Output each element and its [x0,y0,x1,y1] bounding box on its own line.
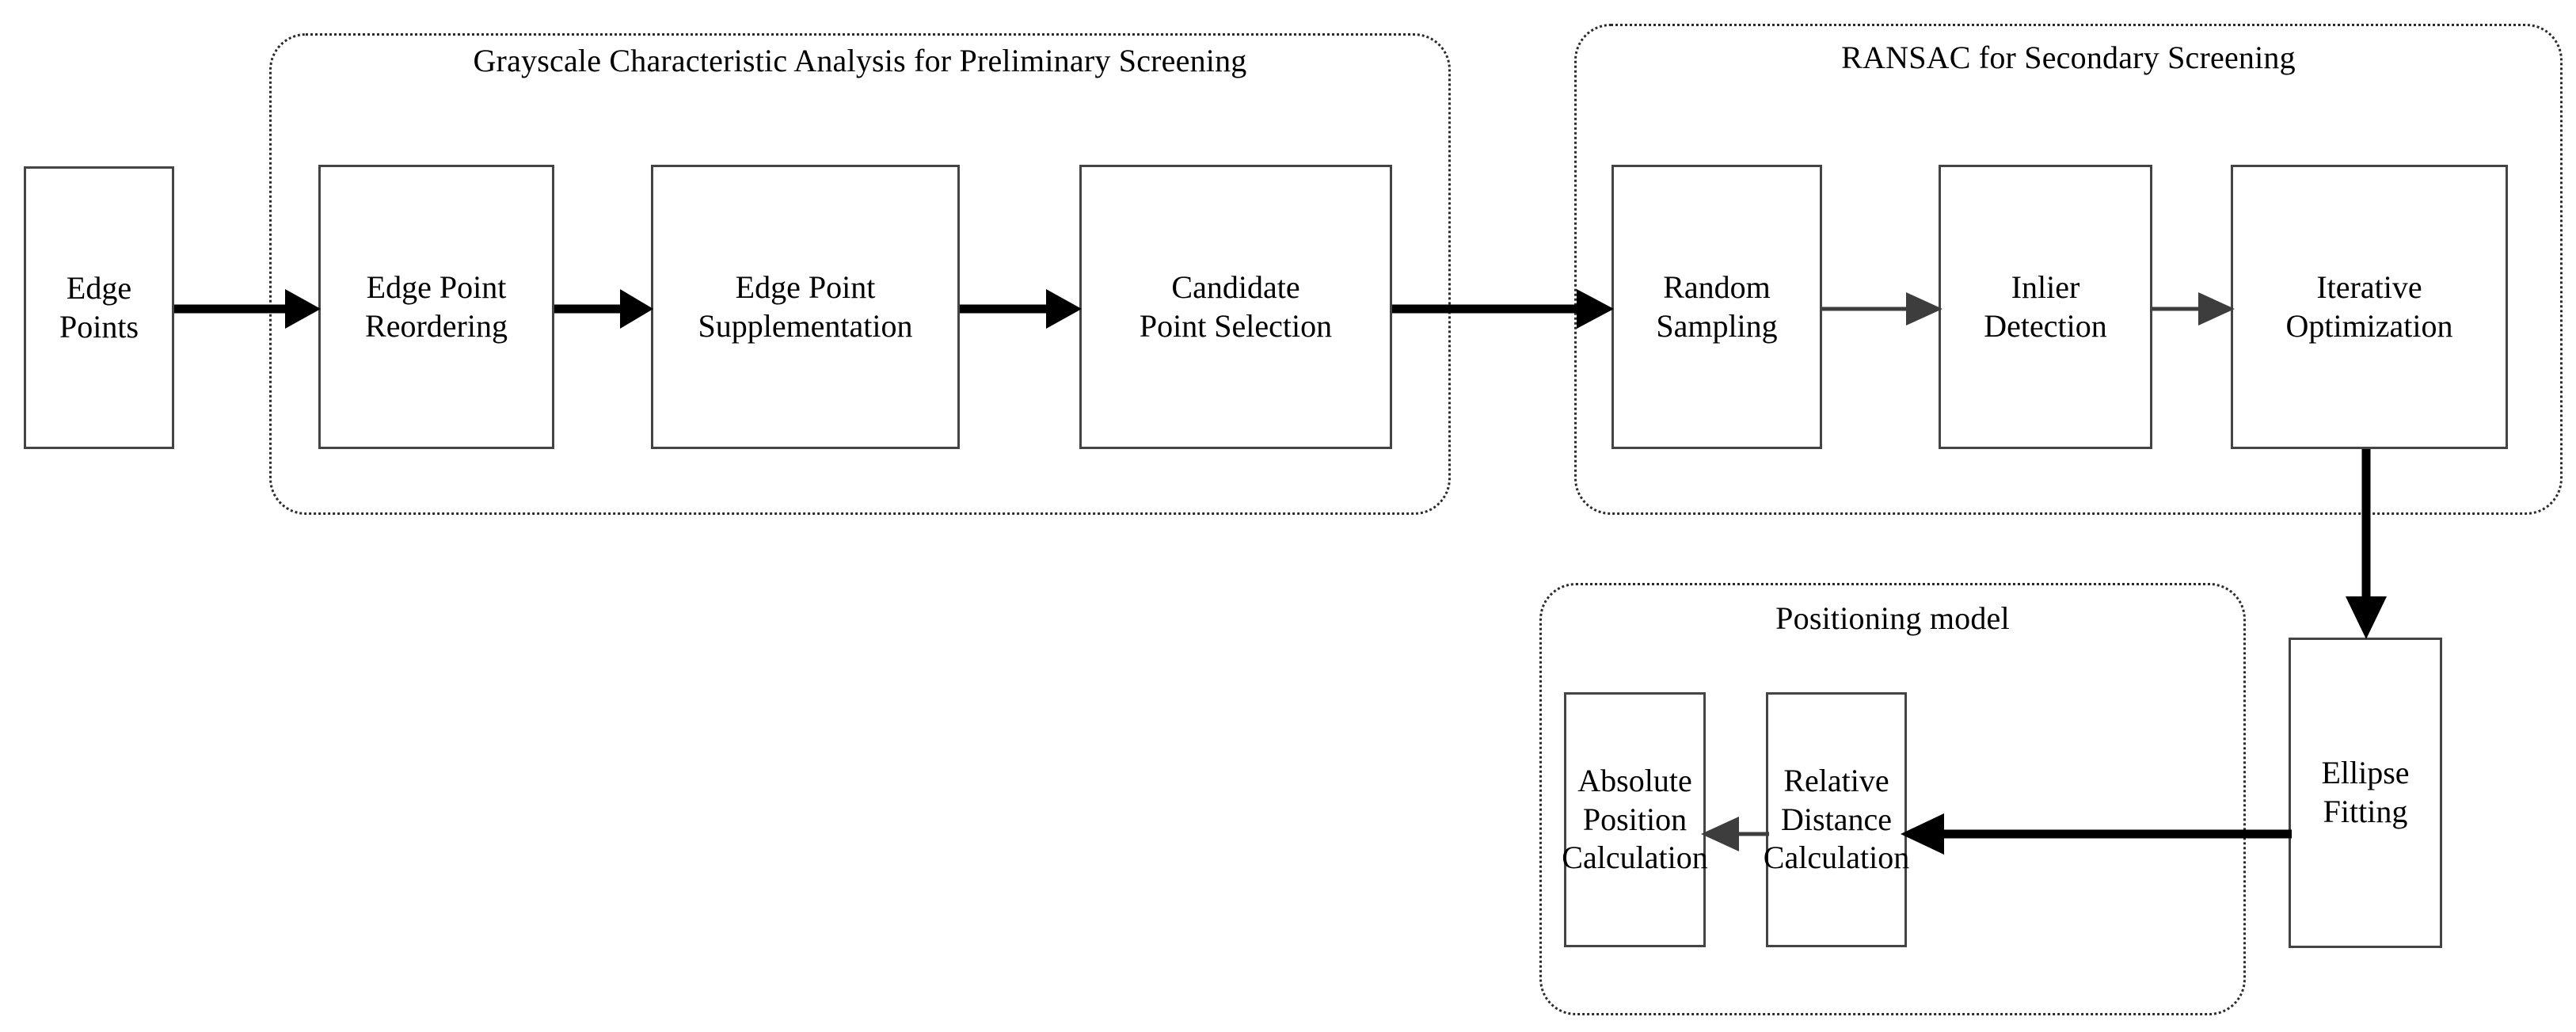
node-ellipse-fitting[interactable]: Ellipse Fitting [2289,638,2442,948]
arrow-iterative-to-ellipse-fitting [2336,449,2396,641]
node-inlier-detection-label: Inlier Detection [1984,268,2107,344]
arrow-candidate-to-random-sampling [1392,285,1614,333]
node-edge-point-reordering[interactable]: Edge Point Reordering [318,165,554,449]
group-positioning-model [1539,583,2246,1015]
arrow-relative-to-absolute-position [1701,812,1769,856]
node-edge-point-supplementation-label: Edge Point Supplementation [698,268,913,344]
arrow-inlier-to-iterative [2152,287,2235,331]
arrow-ellipse-to-relative-distance [1901,810,2292,858]
node-relative-distance-calculation[interactable]: Relative Distance Calculation [1764,692,1909,947]
arrow-reordering-to-supplementation [554,285,653,333]
node-iterative-optimization-label: Iterative Optimization [2285,268,2453,344]
node-edge-point-reordering-label: Edge Point Reordering [365,268,508,344]
group-grayscale-title: Grayscale Characteristic Analysis for Pr… [473,43,1247,78]
arrow-supplementation-to-candidate [960,285,1082,333]
group-positioning-title: Positioning model [1775,600,2010,636]
group-ransac-secondary-screening [1574,24,2563,515]
node-inlier-detection[interactable]: Inlier Detection [1939,165,2152,449]
node-absolute-position-calculation-label: Absolute Position Calculation [1562,762,1708,876]
group-ransac-title: RANSAC for Secondary Screening [1841,40,2296,75]
group-grayscale-characteristic-analysis [269,33,1451,515]
node-edge-points-label: Edge Points [59,269,139,345]
arrow-random-sampling-to-inlier [1822,287,1942,331]
node-candidate-point-selection[interactable]: Candidate Point Selection [1079,165,1392,449]
arrow-edge-points-to-reordering [174,285,321,333]
node-random-sampling-label: Random Sampling [1656,268,1778,344]
node-iterative-optimization[interactable]: Iterative Optimization [2231,165,2508,449]
node-absolute-position-calculation[interactable]: Absolute Position Calculation [1562,692,1708,947]
node-candidate-point-selection-label: Candidate Point Selection [1139,268,1333,344]
node-edge-point-supplementation[interactable]: Edge Point Supplementation [651,165,960,449]
node-edge-points[interactable]: Edge Points [24,166,174,449]
node-random-sampling[interactable]: Random Sampling [1611,165,1822,449]
node-ellipse-fitting-label: Ellipse Fitting [2321,755,2410,829]
node-relative-distance-calculation-label: Relative Distance Calculation [1763,762,1910,876]
